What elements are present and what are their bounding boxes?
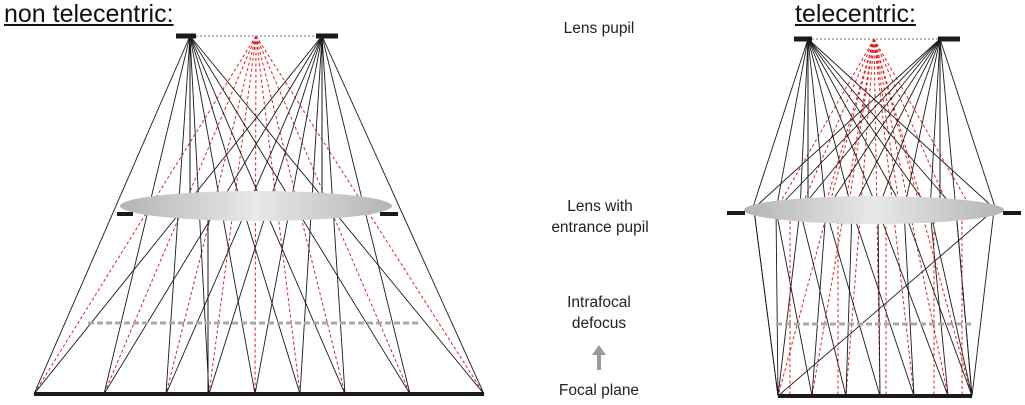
black-ray-right: [799, 38, 941, 211]
black-ray-right: [877, 209, 881, 397]
black-ray-right: [851, 38, 941, 211]
black-ray-right: [807, 38, 905, 211]
black-ray-right: [807, 38, 931, 211]
black-ray-right: [753, 209, 779, 397]
red-ray-right: [847, 38, 875, 211]
red-ray-right: [845, 38, 875, 397]
up-arrow-icon: [592, 345, 606, 370]
red-ray-right: [823, 38, 875, 211]
red-ray-right: [777, 38, 875, 397]
black-ray-right: [877, 209, 949, 397]
lens-label: Lens with entrance pupil: [530, 196, 670, 238]
red-ray-right: [873, 38, 925, 211]
black-ray-left: [33, 35, 191, 395]
red-ray-right: [775, 38, 875, 211]
red-ray-right: [873, 38, 901, 211]
black-ray-right: [807, 38, 997, 211]
black-ray-right: [939, 38, 997, 211]
black-ray-left: [103, 35, 191, 395]
black-ray-right: [807, 38, 957, 211]
intrafocal-label-line-1: Intrafocal: [567, 294, 631, 311]
red-ray-left: [33, 35, 257, 395]
left-panel-title: non telecentric:: [4, 0, 174, 28]
black-ray-right: [929, 209, 973, 397]
black-ray-right: [807, 38, 853, 211]
black-ray-right: [751, 38, 809, 211]
black-ray-right: [929, 209, 949, 397]
black-ray-right: [777, 209, 801, 397]
black-ray-left: [321, 35, 485, 395]
red-ray-right: [873, 38, 973, 397]
focal-plane-label: Focal plane: [558, 382, 640, 399]
black-ray-right: [807, 38, 827, 211]
black-ray-right: [903, 209, 973, 397]
red-ray-right: [873, 38, 951, 211]
lens-label-line-1: Lens with: [567, 198, 633, 215]
black-ray-right: [799, 38, 809, 211]
lens-pupil-label: Lens pupil: [563, 20, 635, 37]
red-ray-left: [254, 35, 257, 395]
black-ray-right: [845, 209, 853, 397]
intrafocal-label-line-2: defocus: [571, 315, 627, 332]
black-ray-right: [775, 38, 809, 211]
lens-ellipse-right: [744, 196, 1004, 224]
red-ray-left: [255, 35, 485, 395]
lens-ellipse-left: [120, 191, 392, 221]
black-ray-left: [321, 35, 411, 395]
right-panel-title: telecentric:: [795, 0, 916, 28]
black-ray-right: [775, 209, 813, 397]
red-ray-right: [873, 38, 915, 397]
lens-label-line-2: entrance pupil: [551, 219, 649, 236]
red-ray-left: [165, 35, 257, 395]
black-ray-right: [807, 38, 879, 211]
intrafocal-defocus-label: Intrafocal defocus: [540, 292, 658, 334]
black-ray-right: [775, 38, 941, 211]
black-ray-right: [851, 209, 915, 397]
black-ray-right: [903, 209, 915, 397]
black-ray-right: [777, 209, 995, 397]
black-ray-right: [825, 209, 881, 397]
black-ray-right: [751, 38, 941, 211]
black-ray-right: [811, 209, 827, 397]
black-ray-right: [939, 38, 957, 211]
black-ray-right: [775, 209, 779, 397]
black-ray-right: [971, 209, 995, 397]
red-ray-right: [799, 38, 875, 211]
